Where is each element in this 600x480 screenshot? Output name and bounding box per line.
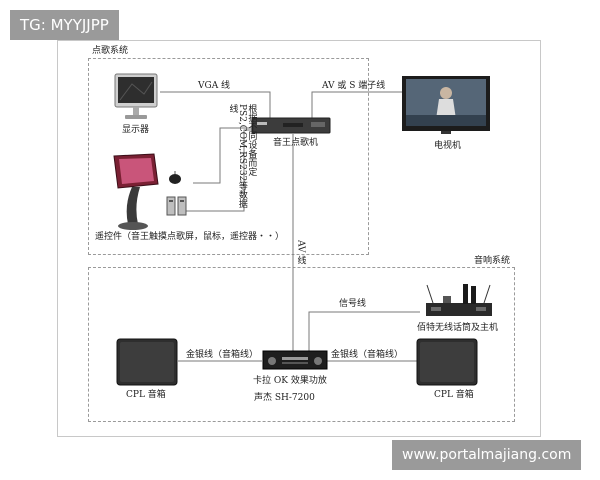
vga-cable-label: VGA 线	[198, 81, 231, 91]
watermark-top-left: TG: MYYJJPP	[10, 10, 119, 40]
sound-system-zone	[88, 267, 515, 422]
control-wire-touch	[193, 127, 276, 184]
speaker-right-icon	[416, 338, 478, 386]
speaker-left-icon	[116, 338, 178, 386]
monitor-icon	[114, 73, 158, 119]
tv-icon	[402, 76, 490, 134]
wireless-mic-icon	[426, 284, 492, 316]
amplifier-label-line1: 卡拉 OK 效果功放	[253, 376, 327, 386]
vga-wire	[160, 91, 271, 118]
amplifier-icon	[262, 350, 328, 370]
speaker-left-label: CPL 音箱	[126, 390, 166, 400]
signal-wire	[308, 311, 420, 352]
watermark-bottom-right: www.portalmajiang.com	[392, 440, 582, 470]
song-system-label: 点歌系统	[92, 46, 129, 56]
remote-control-icon	[166, 196, 187, 216]
sound-system-label: 音响系统	[474, 256, 511, 266]
control-cable-label: 根据不同设备而定 PS2,COM,RS232等数据线	[227, 104, 257, 209]
signal-cable-label: 信号线	[339, 299, 367, 309]
speaker-cable-left-label: 金银线（音箱线）	[186, 350, 259, 360]
remote-label: 遥控件（音王触摸点歌屏，鼠标，遥控器・・）	[95, 232, 285, 242]
song-player-label: 音王点歌机	[273, 138, 319, 148]
mouse-icon	[169, 171, 181, 184]
tv-label: 电视机	[434, 141, 462, 151]
wireless-mic-label: 佰特无线话筒及主机	[417, 323, 499, 333]
song-player-icon	[251, 117, 331, 134]
monitor-label: 显示器	[122, 125, 150, 135]
diagram-frame	[57, 40, 541, 437]
av-s-cable-label: AV 或 S 端子线	[322, 81, 386, 91]
speaker-cable-right-label: 金银线（音箱线）	[331, 350, 404, 360]
av-s-wire	[311, 91, 404, 118]
touch-screen-icon	[113, 153, 159, 230]
song-system-zone	[88, 58, 369, 255]
amplifier-label-line2: 声杰 SH-7200	[254, 393, 315, 403]
av-cable-label: AV 线	[295, 240, 306, 265]
speaker-right-label: CPL 音箱	[434, 390, 474, 400]
